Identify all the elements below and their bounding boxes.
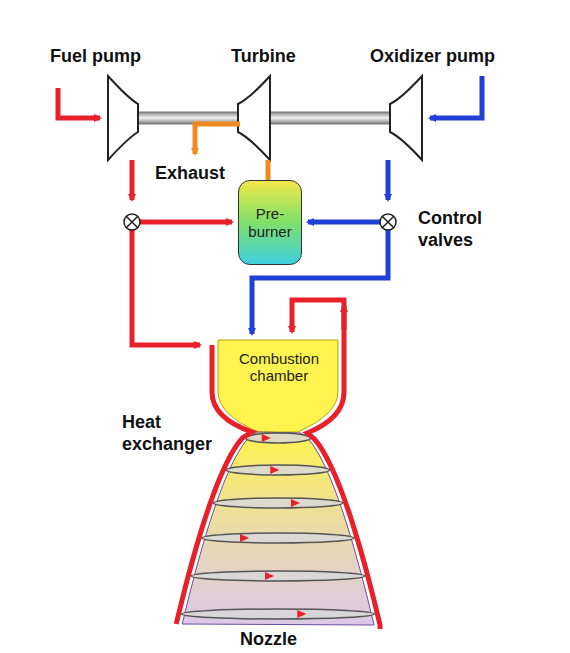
part-label: Turbine <box>231 46 296 68</box>
fuel-pump-impeller <box>108 76 138 160</box>
cooling-band <box>246 433 311 443</box>
control-valve <box>124 214 140 230</box>
hot-gas-pipe <box>266 160 271 182</box>
part-label: Control valves <box>418 208 498 251</box>
flow-arrow <box>270 466 279 474</box>
combustion-chamber: Combustion chamber <box>220 341 338 393</box>
cooling-band <box>202 533 354 543</box>
flow-arrow <box>297 610 306 618</box>
jacket-flow-arrow <box>342 306 347 330</box>
cooling-band <box>226 465 329 475</box>
shaft <box>136 112 422 124</box>
part-label: Exhaust <box>155 163 225 185</box>
flow-arrow <box>265 572 274 580</box>
oxidizer-pump-impeller <box>390 76 422 160</box>
flow-arrow <box>291 499 300 507</box>
control-valve <box>380 214 396 230</box>
fuel-inlet <box>58 88 100 118</box>
chamber-body <box>218 340 338 432</box>
fuel-pipe <box>130 160 135 200</box>
preburner-box: Pre-burner <box>238 180 302 265</box>
part-label: Nozzle <box>240 629 297 651</box>
exhaust-pipe <box>195 124 240 154</box>
node-text: Combustion chamber <box>223 350 335 385</box>
part-label: Oxidizer pump <box>370 46 495 68</box>
jacket-pipe <box>292 300 380 629</box>
turbine-rotor <box>238 76 270 160</box>
jacket-pipe <box>176 345 252 624</box>
cooling-band <box>213 498 342 508</box>
cooling-band <box>191 571 365 581</box>
part-label: Heat exchanger <box>122 412 227 455</box>
nozzle-bell <box>182 432 374 625</box>
flow-arrow <box>262 434 271 442</box>
node-text: Pre-burner <box>242 205 298 240</box>
flow-arrow <box>240 534 249 542</box>
fuel-pipe <box>132 230 200 345</box>
part-label: Fuel pump <box>50 46 141 68</box>
oxidizer-inlet <box>430 76 482 118</box>
oxidizer-pipe <box>386 160 391 200</box>
cooling-band <box>182 609 375 619</box>
oxidizer-pipe <box>308 220 380 225</box>
fuel-pipe <box>140 220 232 225</box>
nozzle-art <box>176 300 380 629</box>
